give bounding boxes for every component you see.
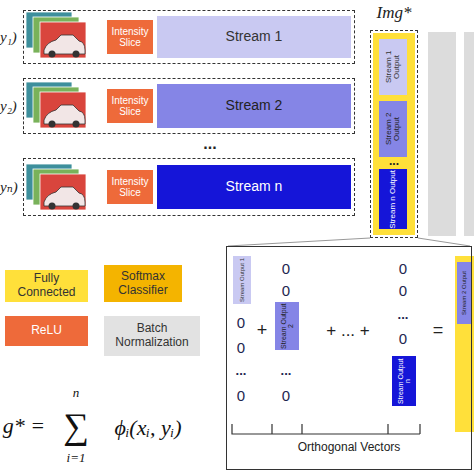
zero-entry: 0 <box>399 331 407 346</box>
node-text: Orthogonal Vectors <box>298 441 401 454</box>
legend-swatch: Softmax Classifier <box>104 265 182 302</box>
stream-box: Stream n <box>157 165 351 209</box>
ellipsis: ... <box>281 364 292 377</box>
legend-swatch: ReLU <box>5 316 88 346</box>
node-text: Stream 2 <box>226 98 283 113</box>
intensity-slice-box: Intensity Slice <box>107 20 153 54</box>
formula-sum: ∑ <box>63 408 89 444</box>
node-text: Stream 2 Output <box>385 101 402 157</box>
legend-text: Softmax Classifier <box>104 270 182 298</box>
intensity-slice-box: Intensity Slice <box>107 89 153 123</box>
vector-output-box: Stream Output 2 <box>275 302 299 350</box>
stream-row: y₁)Intensity SliceStream 1 <box>23 10 355 64</box>
stream-box: Stream 1 <box>157 16 351 58</box>
car-image-stack <box>26 164 86 210</box>
stream-row: y₂)Intensity SliceStream 2 <box>23 78 355 134</box>
node-text: yₙ) <box>0 179 18 196</box>
node-text: Stream Output n <box>397 356 412 406</box>
result-output-box: Stream 2 Output <box>457 262 471 324</box>
node-text: Intensity Slice <box>107 95 153 117</box>
stream-output-box: Stream n Output <box>379 169 407 229</box>
zero-entry: 0 <box>237 340 245 355</box>
vector-bracket-tick <box>272 424 388 434</box>
node-text: Stream Output 1 <box>239 258 245 302</box>
zoom-line <box>418 238 470 246</box>
orthogonal-panel: Orthogonal Vectors Stream Output 1 Stream … <box>226 246 472 470</box>
zero-entry: 0 <box>237 315 245 330</box>
node-text: Intensity Slice <box>107 176 153 198</box>
node-text: Stream n Output <box>389 170 397 229</box>
node-text: Img* <box>377 4 412 23</box>
plus-sign: + ... + <box>326 322 369 339</box>
zero-entry: 0 <box>237 388 245 403</box>
car-image-stack <box>26 12 86 58</box>
vector-output-box: Stream Output n <box>392 356 416 406</box>
car-image-stack <box>26 82 86 128</box>
ellipsis: ... <box>398 308 409 321</box>
legend-swatch: Fully Connected <box>5 270 88 302</box>
stream-row: yₙ)Intensity SliceStream n <box>23 158 355 216</box>
zero-entry: 0 <box>399 261 407 276</box>
intensity-slice-box: Intensity Slice <box>107 170 153 204</box>
formula-limit: i=1 <box>67 451 86 464</box>
formula-term: ϕᵢ(xᵢ, yᵢ) <box>114 417 181 439</box>
formula-term: g* = <box>3 415 45 437</box>
vector-bracket <box>232 424 420 434</box>
batch-norm-layer <box>464 32 474 236</box>
zero-entry: 0 <box>282 261 290 276</box>
batch-norm-layer <box>428 32 456 236</box>
legend-swatch: Batch Normalization <box>104 316 200 356</box>
node-text: y₁) <box>0 29 17 46</box>
zero-entry: 0 <box>399 283 407 298</box>
node-text: Stream 1 <box>226 29 283 44</box>
zoom-line <box>228 238 370 246</box>
node-text: y₂) <box>0 98 17 115</box>
zero-entry: 0 <box>282 283 290 298</box>
equals-sign: = <box>433 321 444 339</box>
ellipsis: ... <box>389 155 399 167</box>
node-text: Intensity Slice <box>107 26 153 48</box>
plus-sign: + <box>257 321 268 339</box>
ellipsis: ... <box>203 136 216 152</box>
node-text: Stream 1 Output <box>385 39 402 95</box>
node-text: Stream n <box>226 179 283 194</box>
stream-box: Stream 2 <box>157 84 351 128</box>
node-text: Stream 2 Output <box>461 271 467 315</box>
stream-output-box: Stream 2 Output <box>379 101 407 157</box>
legend-text: Batch Normalization <box>104 322 200 350</box>
legend-text: ReLU <box>27 324 66 338</box>
node-text: Stream Output 2 <box>280 302 295 350</box>
legend-text: Fully Connected <box>5 272 88 300</box>
vector-output-box: Stream Output 1 <box>233 256 251 304</box>
stream-output-box: Stream 1 Output <box>379 39 407 95</box>
formula-limit: n <box>73 386 80 399</box>
image-column: Img*Stream 1 OutputStream 2 OutputStream… <box>370 30 418 238</box>
ellipsis: ... <box>236 364 247 377</box>
zero-entry: 0 <box>282 388 290 403</box>
